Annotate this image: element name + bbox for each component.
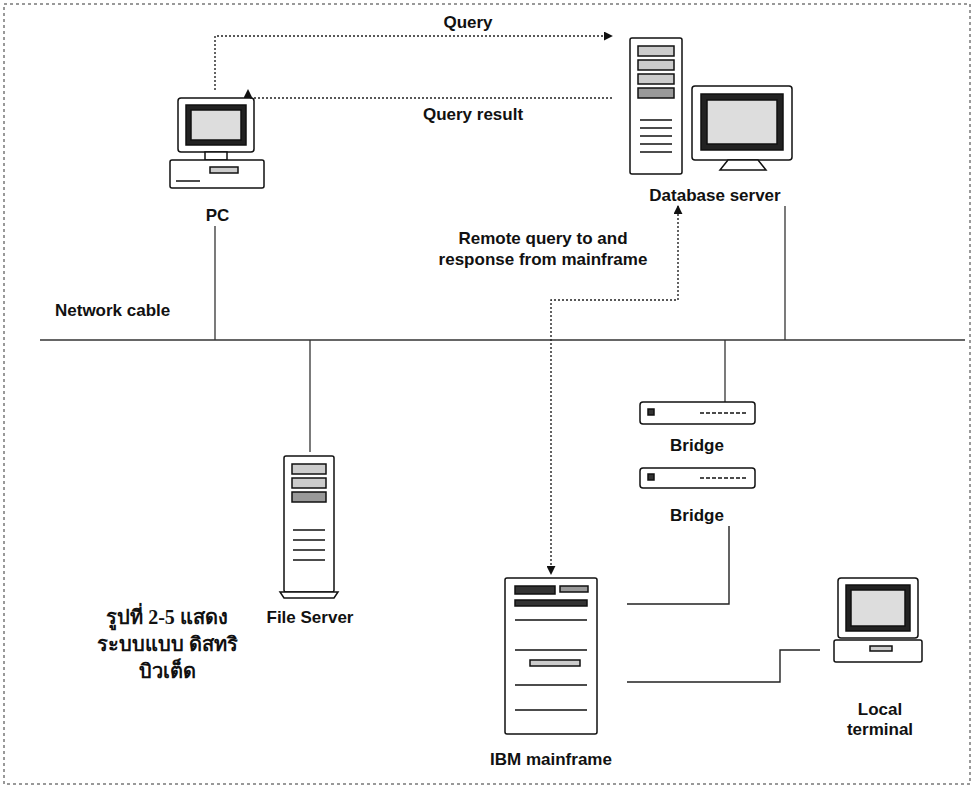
mainframe-node: IBM mainframe — [475, 574, 627, 770]
server-icon — [280, 456, 338, 598]
connector — [248, 90, 612, 98]
node-label: File Server — [250, 608, 370, 628]
database-server-node: Database server — [612, 30, 818, 206]
node-label: Local terminal — [833, 700, 928, 740]
connector — [627, 650, 820, 682]
node-label: Bridge — [632, 506, 762, 526]
node-label: PC — [168, 206, 268, 226]
node-label: IBM mainframe — [478, 750, 624, 770]
bridge-node: Bridge — [629, 464, 765, 526]
pc-icon — [170, 98, 264, 188]
node-label: Database server — [615, 186, 815, 206]
file-server-node: File Server — [247, 452, 373, 628]
terminal-node: Local terminal — [820, 572, 940, 740]
edge-label: Query — [405, 12, 531, 33]
terminal-icon — [834, 578, 922, 662]
figure-caption: รูปที่ 2-5 แสดงระบบแบบ ดิสทริบิวเต็ด — [92, 604, 242, 685]
server-icon — [630, 38, 792, 174]
bridge-node: Bridge — [629, 398, 765, 456]
node-label: Bridge — [632, 436, 762, 456]
connector — [215, 36, 612, 90]
mainframe-icon — [505, 578, 597, 734]
edge-label: Remote query to and response from mainfr… — [418, 228, 668, 270]
connector — [627, 526, 729, 604]
edge-label: Query result — [400, 104, 546, 125]
frame — [4, 4, 970, 784]
pc-node: PC — [160, 90, 275, 226]
network-cable — [40, 206, 965, 452]
cable-label: Network cable — [52, 300, 173, 321]
